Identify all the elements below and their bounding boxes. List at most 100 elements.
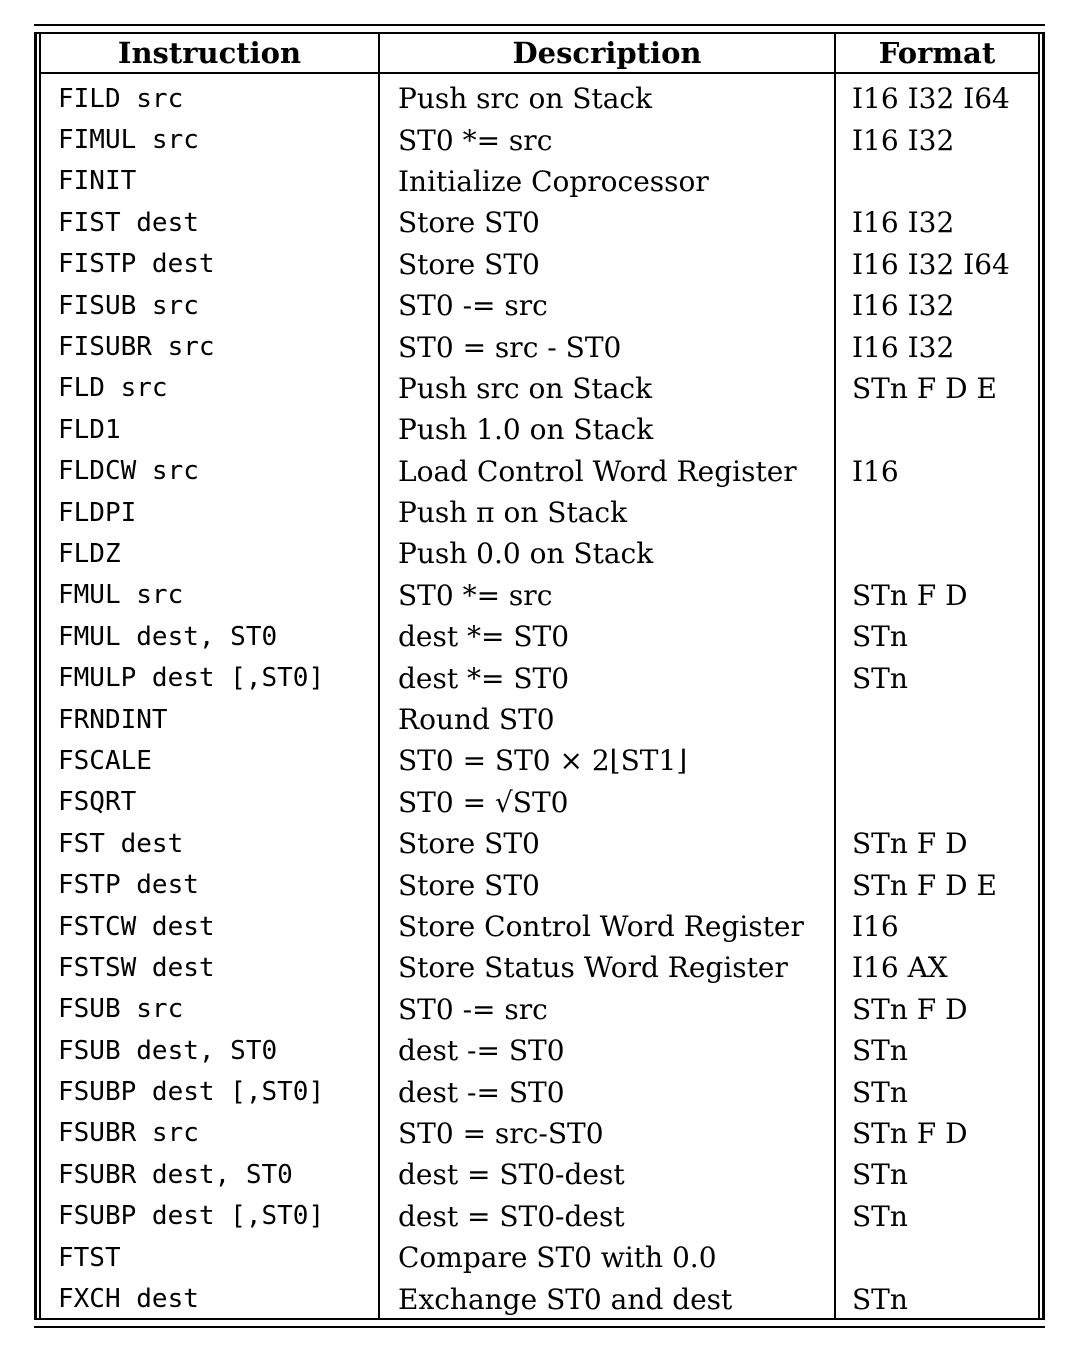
format-cell <box>834 781 1038 824</box>
description-cell: Push π on Stack <box>378 491 835 534</box>
description-cell: ST0 *= src <box>378 119 835 161</box>
instruction-cell: FMUL dest, ST0 <box>58 621 278 652</box>
format-cell: STn F D <box>834 823 1038 865</box>
instruction-cell: FSTCW dest <box>58 911 215 942</box>
instruction-cell: FTST <box>58 1242 121 1273</box>
instruction-cell: FRNDINT <box>58 704 168 735</box>
instruction-cell: FST dest <box>58 828 184 859</box>
description-cell: ST0 = src-ST0 <box>378 1112 835 1155</box>
table-row: FTST Compare ST0 with 0.0 <box>41 1236 1038 1279</box>
instruction-cell: FLDZ <box>58 538 121 569</box>
instruction-cell: FISUB src <box>58 290 199 321</box>
format-cell <box>834 698 1038 741</box>
format-cell: STn F D <box>834 574 1038 617</box>
description-cell: Initialize Coprocessor <box>378 160 835 203</box>
instruction-cell: FLD src <box>58 373 168 404</box>
description-cell: ST0 *= src <box>378 574 835 617</box>
description-cell: Store ST0 <box>378 823 835 865</box>
instruction-cell: FSTSW dest <box>58 952 215 983</box>
description-cell: dest -= ST0 <box>378 1029 835 1072</box>
table-inner-right-border <box>1038 32 1040 1320</box>
column-header-instruction: Instruction <box>41 34 379 74</box>
column-header-format: Format <box>834 34 1038 74</box>
instruction-cell: FLD1 <box>58 414 121 445</box>
description-cell: dest = ST0-dest <box>378 1195 835 1237</box>
format-cell: I16 I32 <box>834 326 1038 368</box>
instruction-cell: FSUBR dest, ST0 <box>58 1159 293 1190</box>
bottom-rule <box>34 1326 1045 1328</box>
description-cell: dest = ST0-dest <box>378 1154 835 1196</box>
format-cell: I16 I32 I64 <box>834 243 1038 285</box>
description-cell: ST0 = ST0 × 2⌊ST1⌋ <box>378 740 835 782</box>
description-cell: Round ST0 <box>378 698 835 741</box>
format-cell: STn <box>834 1029 1038 1072</box>
format-cell <box>834 533 1038 575</box>
instruction-cell: FSQRT <box>58 787 137 818</box>
format-cell: I16 <box>834 450 1038 492</box>
format-cell <box>834 160 1038 203</box>
format-cell: STn <box>834 1071 1038 1113</box>
instruction-cell: FSUBR src <box>58 1118 199 1149</box>
instruction-cell: FSUBP dest [,ST0] <box>58 1077 325 1108</box>
instruction-cell: FIST dest <box>58 207 199 238</box>
table-row: FSCALE ST0 = ST0 × 2⌊ST1⌋ <box>41 740 1038 782</box>
table-row: FLD1 Push 1.0 on Stack <box>41 409 1038 451</box>
description-cell: ST0 = src - ST0 <box>378 326 835 368</box>
instruction-cell: FSTP dest <box>58 870 199 901</box>
description-cell: Load Control Word Register <box>378 450 835 492</box>
format-cell: I16 <box>834 905 1038 948</box>
description-cell: Store ST0 <box>378 243 835 285</box>
instruction-cell: FSCALE <box>58 745 152 776</box>
description-cell: Compare ST0 with 0.0 <box>378 1236 835 1279</box>
format-cell <box>834 740 1038 782</box>
format-cell: STn <box>834 1278 1038 1320</box>
format-cell: I16 AX <box>834 947 1038 989</box>
instruction-cell: FIMUL src <box>58 125 199 156</box>
description-cell: Store Status Word Register <box>378 947 835 989</box>
format-cell: I16 I32 <box>834 202 1038 244</box>
description-cell: Store Control Word Register <box>378 905 835 948</box>
format-cell <box>834 491 1038 534</box>
instruction-cell: FMUL src <box>58 580 184 611</box>
description-cell: ST0 -= src <box>378 284 835 327</box>
instruction-cell: FSUB dest, ST0 <box>58 1035 278 1066</box>
top-rule <box>34 24 1045 26</box>
instruction-cell: FSUBP dest [,ST0] <box>58 1201 325 1232</box>
instruction-cell: FLDCW src <box>58 456 199 487</box>
description-cell: Push src on Stack <box>378 367 835 410</box>
table-inner-left-border <box>39 32 41 1320</box>
description-cell: Push 0.0 on Stack <box>378 533 835 575</box>
description-cell: ST0 = √ST0 <box>378 781 835 824</box>
description-cell: dest -= ST0 <box>378 1071 835 1113</box>
instruction-cell: FINIT <box>58 166 137 197</box>
instruction-cell: FILD src <box>58 83 184 114</box>
column-header-description: Description <box>378 34 835 74</box>
instruction-cell: FISUBR src <box>58 332 215 363</box>
table-row: FSQRT ST0 = √ST0 <box>41 781 1038 824</box>
description-cell: Push 1.0 on Stack <box>378 409 835 451</box>
description-cell: Store ST0 <box>378 864 835 906</box>
table-row: FLDZ Push 0.0 on Stack <box>41 533 1038 575</box>
format-cell: STn <box>834 616 1038 658</box>
